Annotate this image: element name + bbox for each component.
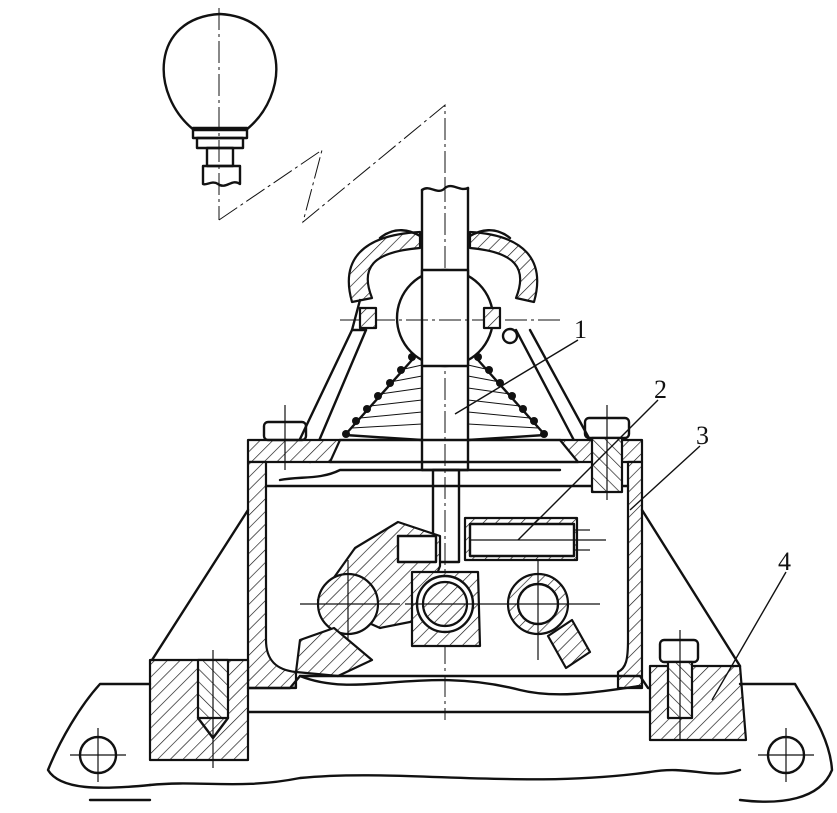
callout-2-label: 2 bbox=[654, 375, 667, 404]
break-line bbox=[218, 103, 446, 224]
shift-knob bbox=[162, 8, 278, 220]
callout-3-label: 3 bbox=[696, 421, 709, 450]
callout-3: 3 bbox=[629, 421, 709, 511]
right-top-bolt bbox=[583, 405, 631, 500]
callout-1: 1 bbox=[454, 315, 587, 415]
callout-4: 4 bbox=[711, 547, 791, 701]
base-flange bbox=[46, 630, 834, 803]
detent-plunger bbox=[463, 516, 606, 562]
ball-joint bbox=[340, 268, 560, 368]
selector-assembly bbox=[294, 520, 600, 678]
dome-cap bbox=[347, 229, 539, 304]
left-top-bolt bbox=[262, 405, 308, 470]
callout-4-label: 4 bbox=[778, 547, 791, 576]
conical-spring bbox=[342, 353, 548, 442]
callout-2: 2 bbox=[517, 375, 667, 541]
callout-1-label: 1 bbox=[574, 315, 587, 344]
outer-guard-lines bbox=[150, 508, 742, 668]
